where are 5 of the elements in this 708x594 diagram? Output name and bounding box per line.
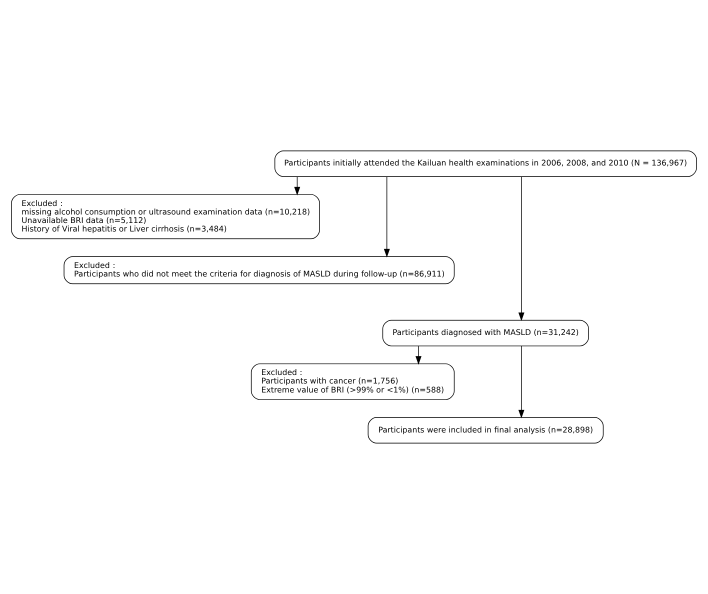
arrow (294, 176, 300, 196)
arrow (384, 176, 390, 258)
arrow (518, 346, 524, 418)
arrow (416, 346, 422, 365)
arrow (518, 176, 524, 322)
